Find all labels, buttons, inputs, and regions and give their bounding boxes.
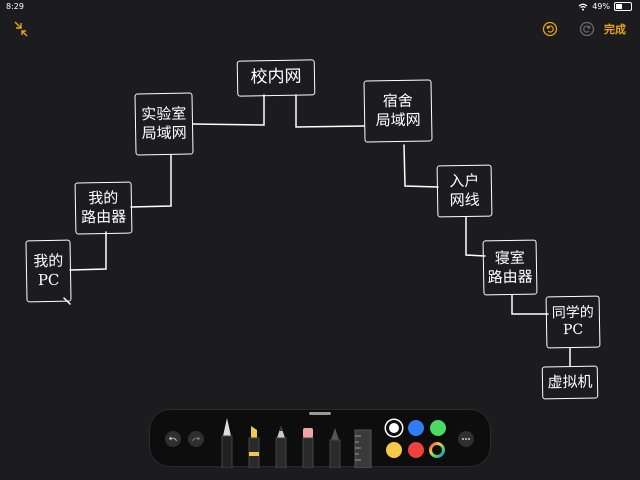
collapse-arrows-icon[interactable]: [10, 18, 32, 40]
node-classmate-pc: 同学的 PC: [545, 295, 601, 349]
color-swatch-blue[interactable]: [408, 420, 424, 436]
status-bar: 8:29 49%: [0, 0, 640, 14]
connector-pc-tail: [63, 297, 71, 305]
battery-percent: 49%: [592, 2, 610, 11]
drawing-canvas[interactable]: 校内网 实验室 局域网 宿舍 局域网 我的 路由器 入户 网线 我的 PC 寝室…: [0, 40, 640, 410]
node-dorm-router: 寝室 路由器: [482, 239, 538, 296]
connector-router-pc: [69, 231, 107, 271]
connector-campus-dorm: [295, 94, 365, 128]
status-right: 49%: [578, 2, 632, 11]
node-home-network-cable: 入户 网线: [436, 164, 493, 218]
color-swatch-white[interactable]: [386, 420, 402, 436]
marker-icon[interactable]: [246, 424, 262, 468]
node-lab-lan: 实验室 局域网: [134, 92, 194, 156]
connector-dorm-home: [403, 144, 439, 188]
undo-icon: [168, 436, 177, 442]
status-time: 8:29: [6, 2, 24, 11]
color-swatch-green[interactable]: [430, 420, 446, 436]
node-my-pc: 我的 PC: [25, 239, 72, 303]
redo-icon: [192, 436, 201, 442]
battery-fill: [616, 4, 623, 9]
connector-lines: [63, 94, 571, 367]
battery-icon: [614, 2, 632, 11]
connector-dorm-router-classmate: [511, 294, 549, 315]
connector-lab-router: [130, 154, 172, 208]
wifi-icon: [578, 3, 588, 11]
lasso-icon[interactable]: [327, 426, 343, 468]
more-ellipsis-icon[interactable]: [458, 431, 474, 447]
palette-redo-button[interactable]: [188, 431, 204, 447]
undo-circle-icon: [542, 21, 558, 37]
connector-home-dorm-router: [465, 216, 486, 257]
node-campus-network: 校内网: [236, 59, 316, 97]
color-swatch-yellow[interactable]: [386, 442, 402, 458]
color-swatch-red[interactable]: [408, 442, 424, 458]
node-virtual-machine: 虚拟机: [541, 365, 599, 400]
node-dorm-lan: 宿舍 局域网: [363, 79, 433, 143]
undo-button[interactable]: [539, 18, 561, 40]
color-picker-icon[interactable]: [428, 441, 446, 459]
connector-campus-lab: [192, 94, 265, 126]
palette-undo-button[interactable]: [165, 431, 181, 447]
node-my-router: 我的 路由器: [74, 181, 133, 235]
pencil-icon[interactable]: [273, 424, 289, 468]
palette-grabber[interactable]: [309, 412, 331, 415]
redo-button[interactable]: [576, 18, 598, 40]
eraser-icon[interactable]: [300, 426, 316, 468]
ruler-icon[interactable]: [353, 428, 373, 468]
redo-circle-icon: [579, 21, 595, 37]
done-button[interactable]: 完成: [604, 23, 626, 36]
pen-icon[interactable]: [219, 416, 235, 468]
